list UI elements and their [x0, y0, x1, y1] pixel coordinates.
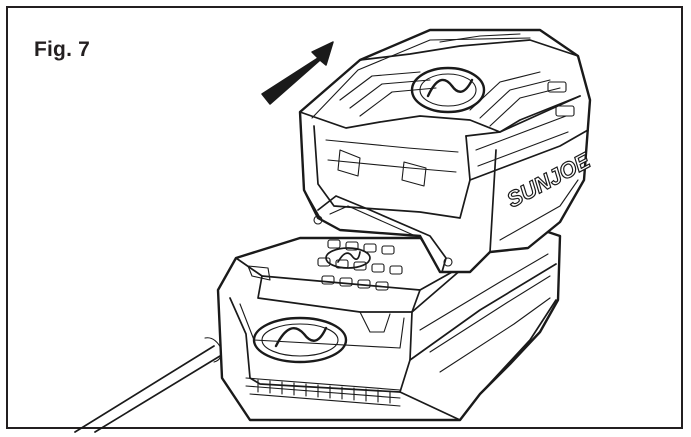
battery-pack: SUNJOE	[298, 28, 596, 274]
figure-label: Fig. 7	[34, 38, 91, 61]
slide-direction-arrow-icon	[261, 41, 334, 105]
battery-logo-icon	[410, 66, 486, 114]
deck-logo-icon	[325, 247, 371, 269]
power-cord	[74, 337, 223, 433]
charger-base	[216, 224, 562, 422]
front-logo-icon	[252, 316, 348, 364]
